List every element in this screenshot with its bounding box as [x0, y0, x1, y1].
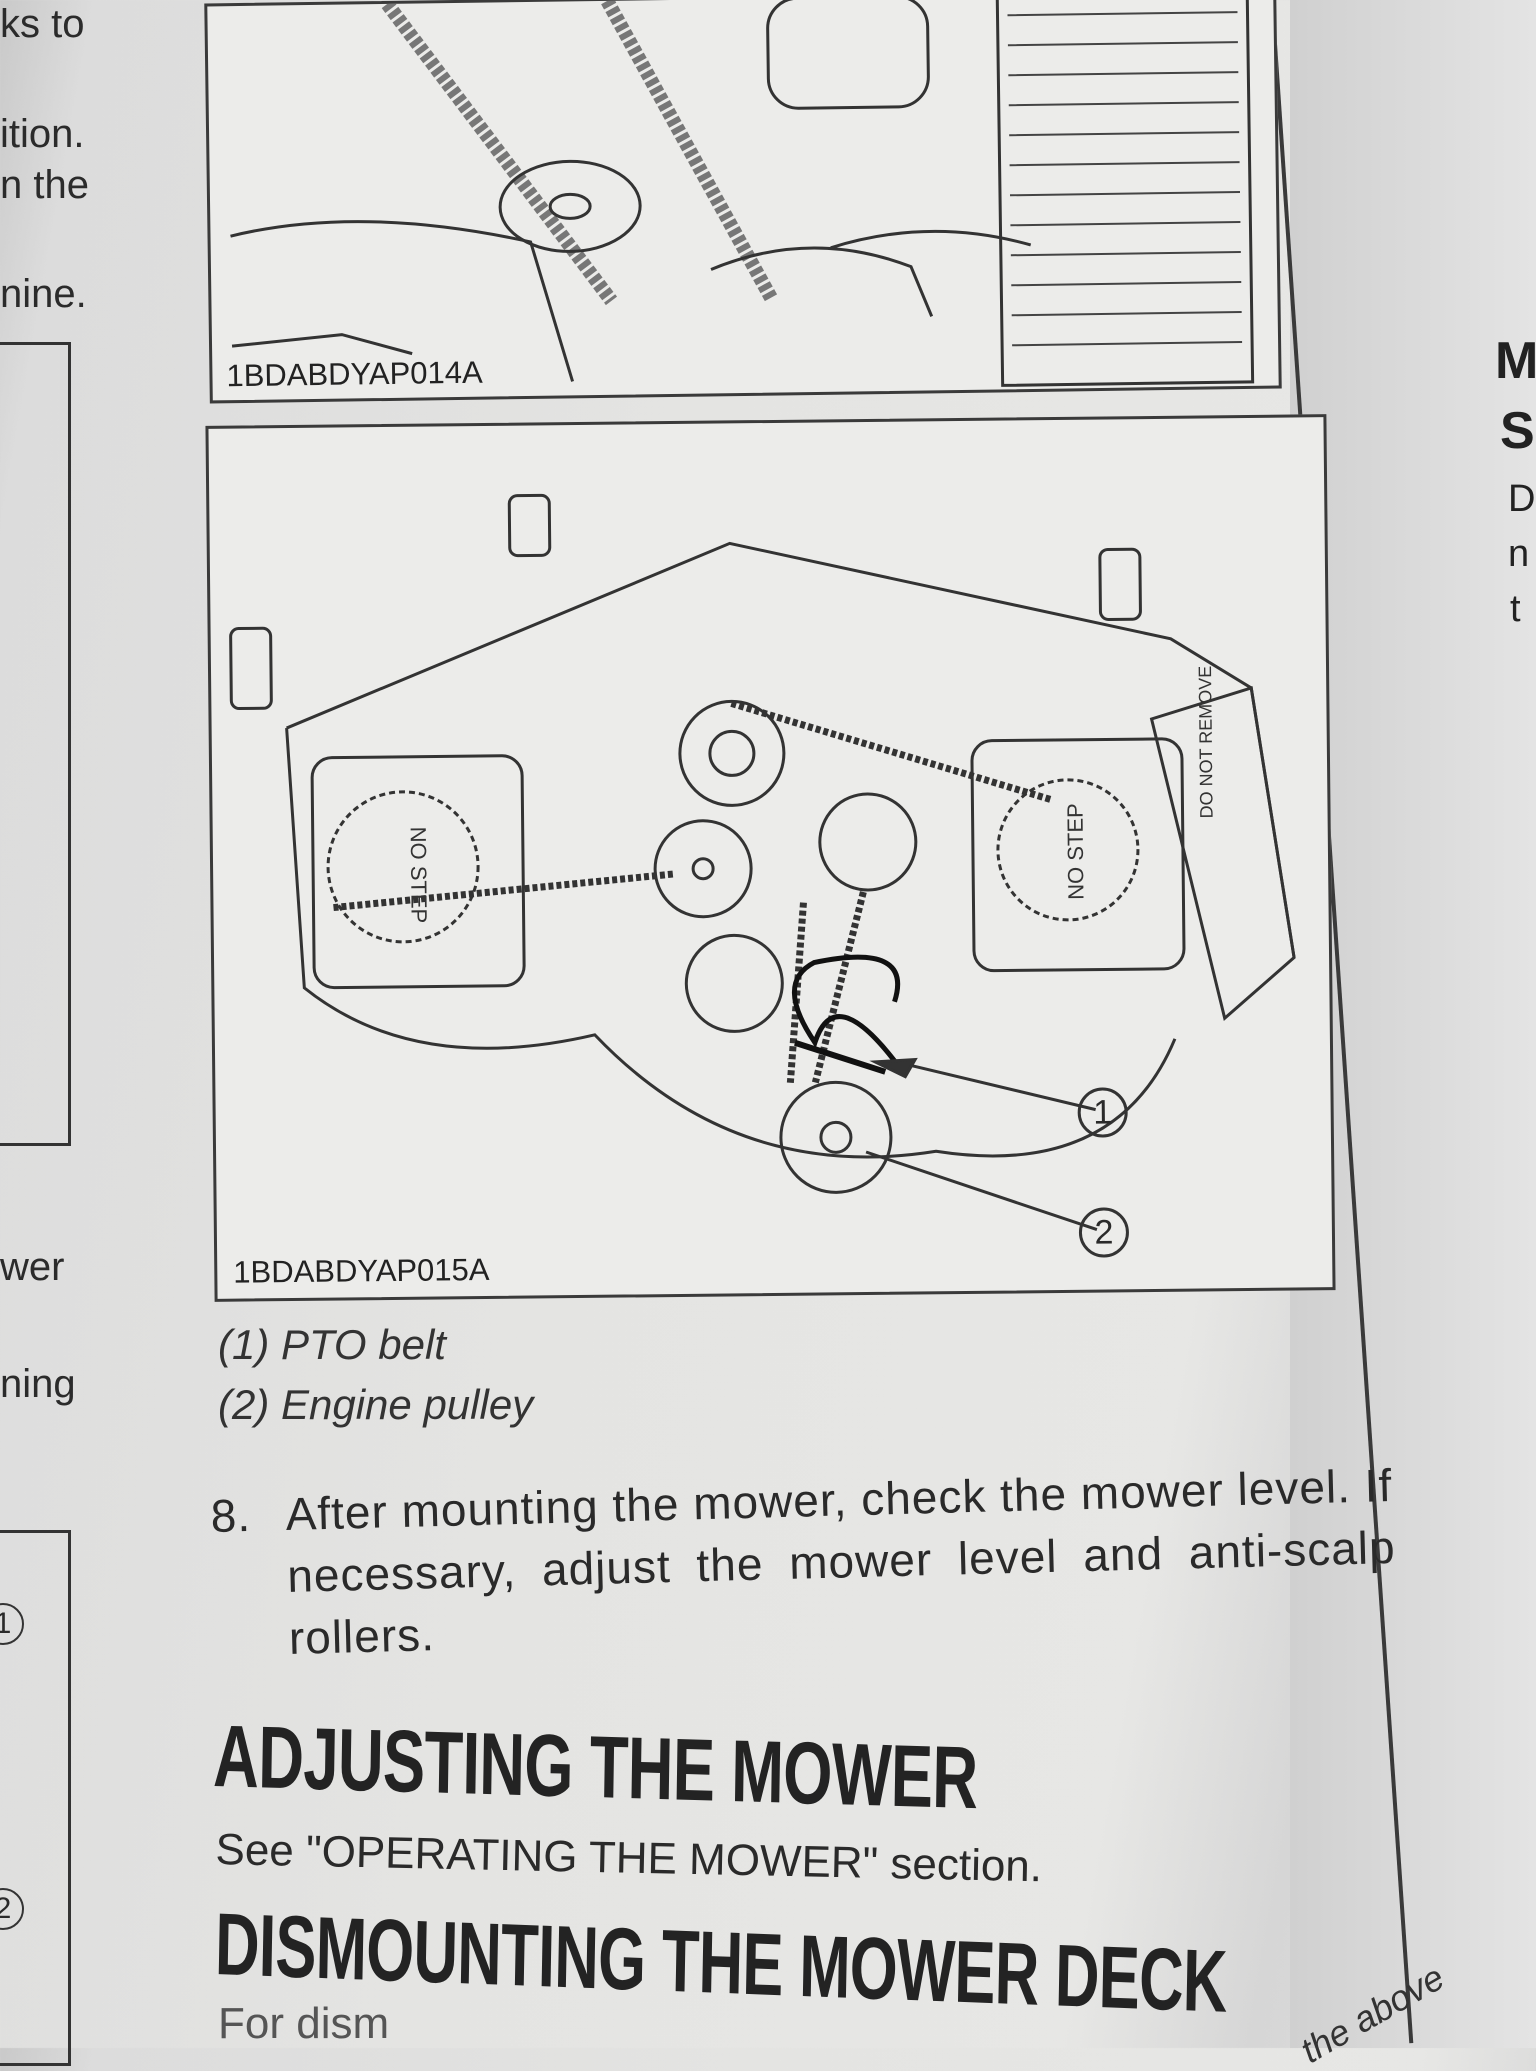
right-page-fragment: S — [1500, 402, 1535, 460]
figure-id-label: 1BDABDYAP015A — [233, 1251, 490, 1290]
left-text-fragment: n the — [0, 163, 89, 207]
right-page-fragment: n — [1508, 533, 1530, 575]
left-text-fragment: ks to — [0, 2, 85, 46]
decal-no-step: NO STEP — [1062, 803, 1088, 900]
caption-engine-pulley: (2) Engine pulley — [218, 1381, 534, 1428]
figure-mower-deck: NO STEP NO STEP DO NOT REMOVE 1 2 1BDABD… — [205, 414, 1336, 1302]
section-body: For dism — [218, 1999, 390, 2048]
caption-pto-belt: (1) PTO belt — [218, 1321, 446, 1368]
section-heading-adjusting: ADJUSTING THE MOWER — [212, 1706, 979, 1828]
right-page-fragment: M — [1495, 332, 1536, 390]
callout-1: 1 — [1077, 1087, 1128, 1138]
decal-no-step: NO STEP — [406, 827, 432, 924]
tractor-illustration — [230, 0, 1255, 387]
right-page-fragment: t — [1510, 588, 1521, 630]
callout-2: 2 — [1078, 1207, 1130, 1258]
right-page-fragment: D — [1508, 478, 1536, 520]
figure-id-label: 1BDABDYAP014A — [226, 354, 489, 395]
left-figure-box — [0, 342, 71, 1146]
callout-2: 2 — [0, 1888, 24, 1930]
mower-deck-diagram: NO STEP NO STEP DO NOT REMOVE — [229, 493, 1296, 1232]
left-figure-box: 1 2 — [0, 1530, 71, 2066]
left-text-fragment: ition. — [0, 112, 85, 156]
left-text-fragment: nine. — [0, 272, 87, 316]
callout-1: 1 — [0, 1603, 24, 1645]
left-text-fragment: ning — [0, 1362, 76, 1406]
step-number: 8. — [210, 1488, 252, 1542]
figure-tractor-top: 1BDABDYAP014A — [204, 0, 1282, 404]
left-text-fragment: wer — [0, 1245, 65, 1289]
decal-do-not-remove: DO NOT REMOVE — [1195, 666, 1217, 819]
section-body: See "OPERATING THE MOWER" section. — [215, 1825, 1043, 1892]
step-line: rollers. — [288, 1608, 436, 1664]
